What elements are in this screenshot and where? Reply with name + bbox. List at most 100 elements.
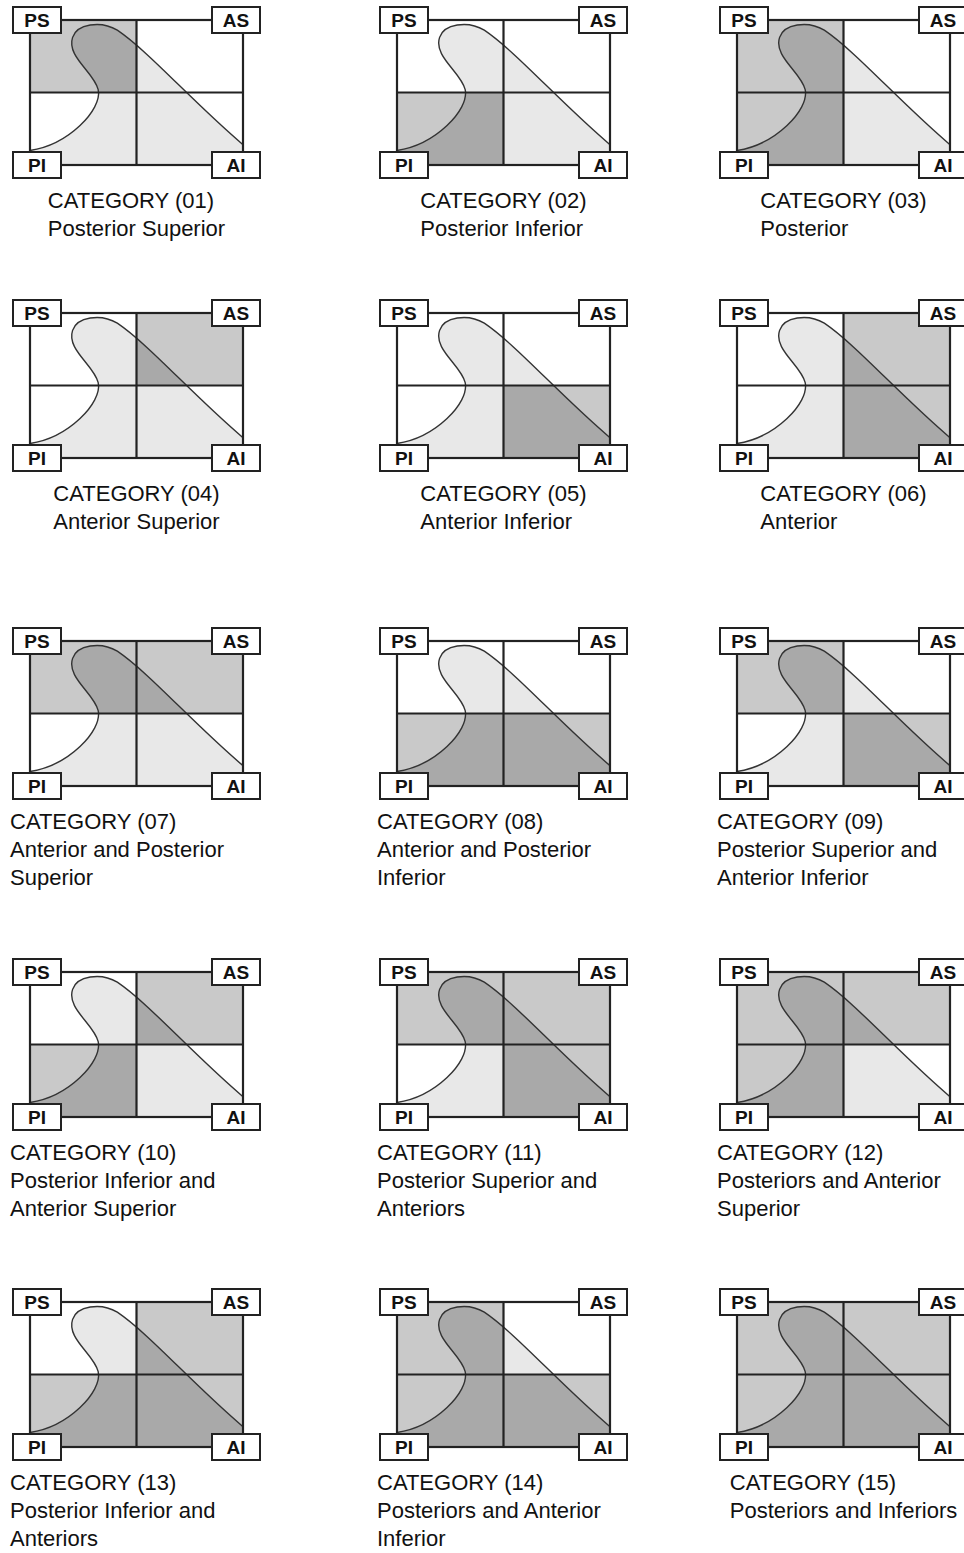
- corner-label-box: PS: [719, 299, 769, 327]
- corner-label: AI: [934, 1438, 953, 1457]
- quadrant-frame: [737, 641, 950, 786]
- highlighted-fin-part: [737, 977, 844, 1045]
- figure-ground: [737, 313, 950, 458]
- category-caption: CATEGORY (05)Anterior Inferior: [420, 480, 586, 536]
- category-name: Anterior and Posterior Superior: [10, 836, 263, 892]
- quadrant-frame: [397, 972, 610, 1117]
- corner-label: PS: [391, 11, 416, 30]
- quadrant-divider: [737, 712, 950, 714]
- category-caption: CATEGORY (14)Posteriors and Anterior Inf…: [377, 1469, 630, 1553]
- corner-label: AS: [590, 304, 616, 323]
- quadrant-divider: [737, 384, 950, 386]
- corner-label-box: PS: [719, 1288, 769, 1316]
- fin-quadrant-figure: [397, 313, 610, 458]
- category-caption: CATEGORY (11)Posterior Superior and Ante…: [377, 1139, 630, 1223]
- figure-ground: [30, 641, 243, 786]
- highlighted-fin-part: [844, 1307, 951, 1375]
- corner-label: AS: [930, 1293, 956, 1312]
- category-panel: CATEGORY (13)Posterior Inferior and Ante…: [10, 1288, 263, 1553]
- category-name: Posterior Superior and Anterior Inferior: [717, 836, 964, 892]
- fin-quadrant-figure: [30, 20, 243, 165]
- category-name: Anterior Inferior: [420, 508, 586, 536]
- corner-label-box: PI: [12, 1433, 62, 1461]
- corner-label-box: AI: [578, 1103, 628, 1131]
- corner-label: PI: [735, 1108, 753, 1127]
- highlighted-fin-part: [137, 646, 244, 714]
- category-panel: CATEGORY (15)Posteriors and InferiorsPSA…: [717, 1288, 964, 1525]
- quadrant-divider: [397, 91, 610, 93]
- quadrant-frame: [737, 20, 950, 165]
- fin-quadrant-figure: [30, 972, 243, 1117]
- corner-label: PS: [391, 304, 416, 323]
- highlighted-fin-part: [137, 1307, 244, 1375]
- category-caption: CATEGORY (04)Anterior Superior: [53, 480, 219, 536]
- quadrant-divider: [397, 712, 610, 714]
- corner-label: PS: [731, 963, 756, 982]
- highlighted-fin-part: [844, 977, 951, 1045]
- corner-label: PI: [28, 156, 46, 175]
- category-number: CATEGORY (01): [48, 187, 225, 215]
- category-caption: CATEGORY (12)Posteriors and Anterior Sup…: [717, 1139, 964, 1223]
- category-number: CATEGORY (03): [760, 187, 926, 215]
- category-caption: CATEGORY (09)Posterior Superior and Ante…: [717, 808, 964, 892]
- corner-label: AI: [934, 777, 953, 796]
- corner-label-box: PI: [12, 444, 62, 472]
- corner-label: PI: [28, 1108, 46, 1127]
- corner-label-box: AS: [578, 1288, 628, 1316]
- category-panel: CATEGORY (07)Anterior and Posterior Supe…: [10, 627, 263, 892]
- corner-label: PI: [28, 449, 46, 468]
- corner-label-box: AI: [918, 151, 964, 179]
- category-caption: CATEGORY (02)Posterior Inferior: [420, 187, 586, 243]
- figure-ground: [397, 20, 610, 165]
- corner-label: PS: [24, 632, 49, 651]
- corner-label-box: AI: [918, 1103, 964, 1131]
- fin-quadrant-figure: [397, 20, 610, 165]
- corner-label-box: AS: [918, 299, 964, 327]
- corner-label-box: AI: [211, 772, 261, 800]
- corner-label-box: AI: [918, 772, 964, 800]
- corner-label: AS: [223, 632, 249, 651]
- category-panel: CATEGORY (09)Posterior Superior and Ante…: [717, 627, 964, 892]
- corner-label-box: AS: [918, 1288, 964, 1316]
- figure-ground: [397, 641, 610, 786]
- figure-ground: [737, 972, 950, 1117]
- corner-label: AS: [223, 304, 249, 323]
- corner-label: AS: [590, 632, 616, 651]
- category-caption: CATEGORY (08)Anterior and Posterior Infe…: [377, 808, 630, 892]
- category-panel: CATEGORY (08)Anterior and Posterior Infe…: [377, 627, 630, 892]
- category-caption: CATEGORY (01)Posterior Superior: [48, 187, 225, 243]
- category-number: CATEGORY (13): [10, 1469, 263, 1497]
- highlighted-fin-part: [844, 318, 951, 386]
- corner-label-box: AS: [578, 627, 628, 655]
- corner-label: PS: [24, 304, 49, 323]
- category-caption: CATEGORY (07)Anterior and Posterior Supe…: [10, 808, 263, 892]
- corner-label-box: PS: [719, 6, 769, 34]
- corner-label: AI: [934, 449, 953, 468]
- category-number: CATEGORY (04): [53, 480, 219, 508]
- corner-label-box: AS: [211, 1288, 261, 1316]
- category-caption: CATEGORY (10)Posterior Inferior and Ante…: [10, 1139, 263, 1223]
- corner-label-box: AS: [918, 627, 964, 655]
- fin-quadrant-figure: [397, 641, 610, 786]
- corner-label-box: PI: [719, 444, 769, 472]
- quadrant-frame: [397, 313, 610, 458]
- highlighted-fin-part: [137, 318, 244, 386]
- category-number: CATEGORY (15): [730, 1469, 957, 1497]
- category-number: CATEGORY (09): [717, 808, 964, 836]
- category-name: Anterior Superior: [53, 508, 219, 536]
- quadrant-divider: [30, 91, 243, 93]
- category-name: Posterior Inferior: [420, 215, 586, 243]
- corner-label: AI: [227, 777, 246, 796]
- corner-label: PS: [731, 304, 756, 323]
- fin-quadrant-figure: [397, 1302, 610, 1447]
- corner-label: PI: [28, 777, 46, 796]
- corner-label: AI: [227, 156, 246, 175]
- corner-label-box: PI: [719, 1433, 769, 1461]
- highlighted-fin-part: [30, 646, 137, 714]
- corner-label-box: AS: [211, 958, 261, 986]
- corner-label: AS: [930, 11, 956, 30]
- corner-label: PS: [731, 11, 756, 30]
- corner-label: AS: [590, 1293, 616, 1312]
- category-number: CATEGORY (11): [377, 1139, 630, 1167]
- quadrant-frame: [737, 313, 950, 458]
